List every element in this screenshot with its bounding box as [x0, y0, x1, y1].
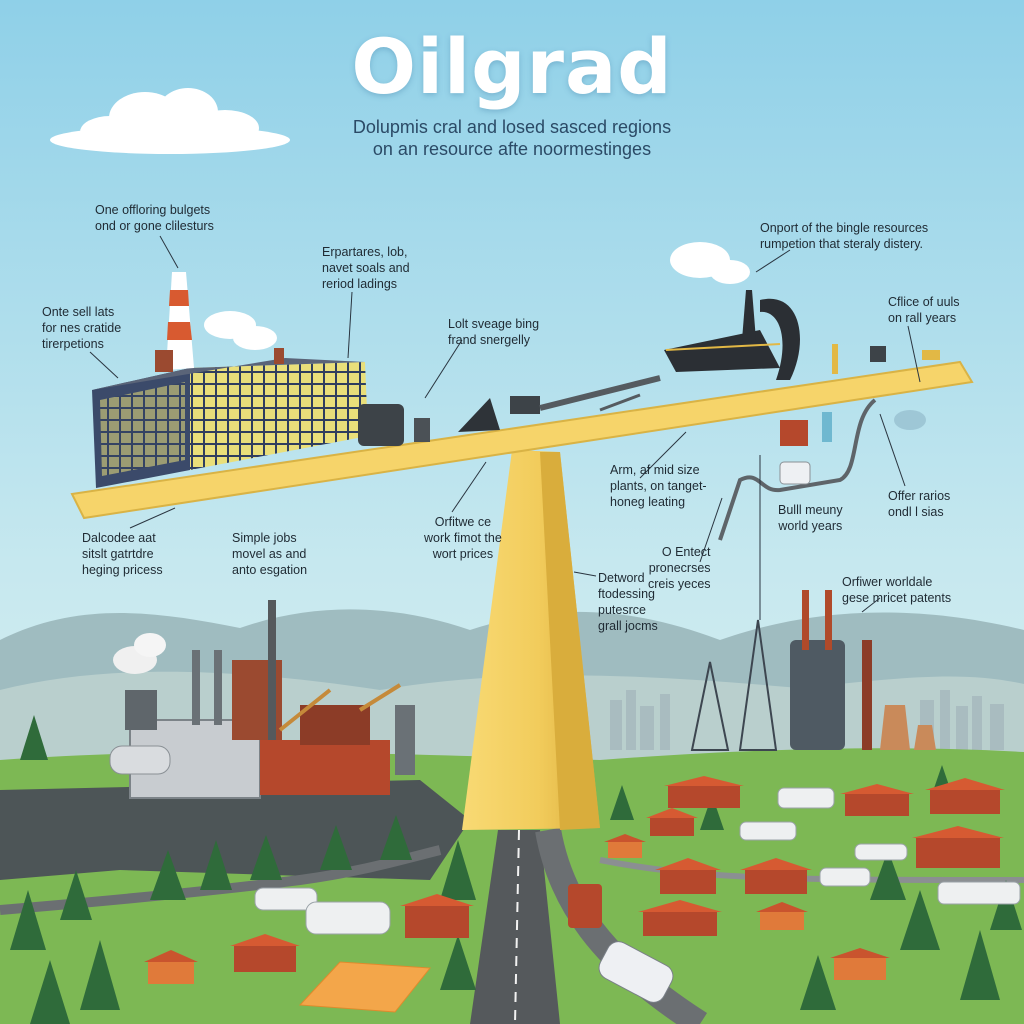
annotation-line: Lolt sveage bing [448, 317, 540, 331]
curving-road [0, 845, 442, 915]
annotation-departures: Erpartares, lob, navet soals and reriod … [322, 244, 410, 292]
annotation-line: Dalcodee aat [82, 531, 156, 545]
annotation-rail-years: Cflice of uuls on rall years [888, 294, 960, 326]
annotation-sveage: Lolt sveage bing frand snergelly [448, 316, 539, 348]
annotation-entect: O Entect pronecrses creis yeces [648, 544, 711, 592]
leader-lines [89, 235, 921, 620]
page-title: Oilgrad [351, 22, 673, 111]
annotation-line: reriod ladings [322, 277, 398, 291]
annotation-line: Bulll meuny [778, 503, 843, 517]
annotation-line: movel as and [232, 547, 307, 561]
annotation-line: Detword [598, 571, 645, 585]
annotation-line: for nes cratide [42, 321, 122, 335]
annotation-line: ond or gone clilesturs [95, 219, 214, 233]
main-factory [92, 272, 368, 488]
subtitle: Dolupmis cral and losed sasced regions o… [262, 116, 762, 160]
annotation-line: frand snergelly [448, 333, 530, 347]
highway [470, 830, 560, 1024]
annotation-line: rumpetion that steraly distery. [760, 237, 924, 251]
annotation-line: One offloring bulgets [95, 203, 211, 217]
power-plant [690, 590, 936, 751]
annotation-line: honeg leating [610, 495, 686, 509]
hanging-items [779, 410, 926, 485]
annotation-line: Orfitwe ce [434, 515, 492, 529]
annotation-transitions: Onte sell lats for nes cratide tirerpeti… [42, 304, 121, 352]
annotation-line: world years [778, 519, 843, 533]
annotation-line: Erpartares, lob, [322, 245, 408, 259]
annotation-line: grall jocms [598, 619, 658, 633]
annotation-line: heging pricess [82, 563, 163, 577]
cloud [50, 88, 290, 154]
annotation-line: creis yeces [648, 577, 711, 591]
annotation-line: Onte sell lats [42, 305, 115, 319]
annotation-line: Onport of the bingle resources [760, 221, 929, 235]
annotation-line: Orfiwer worldale [842, 575, 933, 589]
passenger-train [598, 941, 674, 1003]
forest [10, 715, 1022, 1024]
annotation-plants: Arm, af mid size plants, on tanget- hone… [610, 462, 707, 510]
annotation-line: gese mricet patents [842, 591, 952, 605]
annotation-simple-jobs: Simple jobs movel as and anto esgation [232, 530, 307, 578]
annotation-budgets: One offloring bulgets ond or gone cliles… [95, 202, 214, 234]
solar-field [298, 961, 431, 1013]
subtitle-line: on an resource afte noormestinges [372, 139, 652, 159]
dark-plateau [0, 780, 470, 880]
rail-track [535, 827, 708, 1024]
annotation-line: putesrce [598, 603, 646, 617]
lower-factory [109, 600, 415, 799]
annotation-worldale: Orfiwer worldale gese mricet patents [842, 574, 951, 606]
annotation-line: ftodessing [598, 587, 655, 601]
annotation-resources: Onport of the bingle resources rumpetion… [760, 220, 928, 252]
oil-pump-jack [664, 242, 940, 380]
annotation-line: Offer rarios [888, 489, 951, 503]
pipeline [718, 398, 877, 541]
annotation-world-years: Bulll meuny world years [778, 502, 843, 534]
equipment-row [358, 375, 661, 446]
annotation-line: ondl l sias [888, 505, 944, 519]
annotation-line: plants, on tanget- [610, 479, 707, 493]
annotation-line: anto esgation [232, 563, 308, 577]
annotation-detword: Detword ftodessing putesrce grall jocms [598, 570, 658, 634]
annotation-line: tirerpetions [42, 337, 104, 351]
annotation-line: Cflice of uuls [888, 295, 960, 309]
annotation-line: pronecrses [648, 561, 711, 575]
annotation-line: Arm, af mid size [610, 463, 700, 477]
white-buildings [254, 787, 1021, 935]
annotation-line: navet soals and [322, 261, 410, 275]
freight-train [568, 884, 602, 928]
annotation-world-prices: Orfitwe ce work fimot the wort prices [424, 514, 502, 562]
annotation-line: Simple jobs [232, 531, 297, 545]
annotation-dalcodee: Dalcodee aat sitslt gatrtdre heging pric… [82, 530, 163, 578]
annotation-line: sitslt gatrtdre [82, 547, 154, 561]
subtitle-line: Dolupmis cral and losed sasced regions [352, 117, 672, 137]
fulcrum-shade [540, 452, 600, 830]
road-line [514, 829, 520, 1024]
annotation-other-rarios: Offer rarios ondl l sias [888, 488, 950, 520]
annotation-line: wort prices [432, 547, 494, 561]
annotation-line: O Entect [661, 545, 711, 559]
seesaw-beam [70, 360, 974, 520]
annotation-line: on rall years [888, 311, 957, 325]
annotation-line: work fimot the [424, 531, 502, 545]
houses [144, 776, 1005, 984]
